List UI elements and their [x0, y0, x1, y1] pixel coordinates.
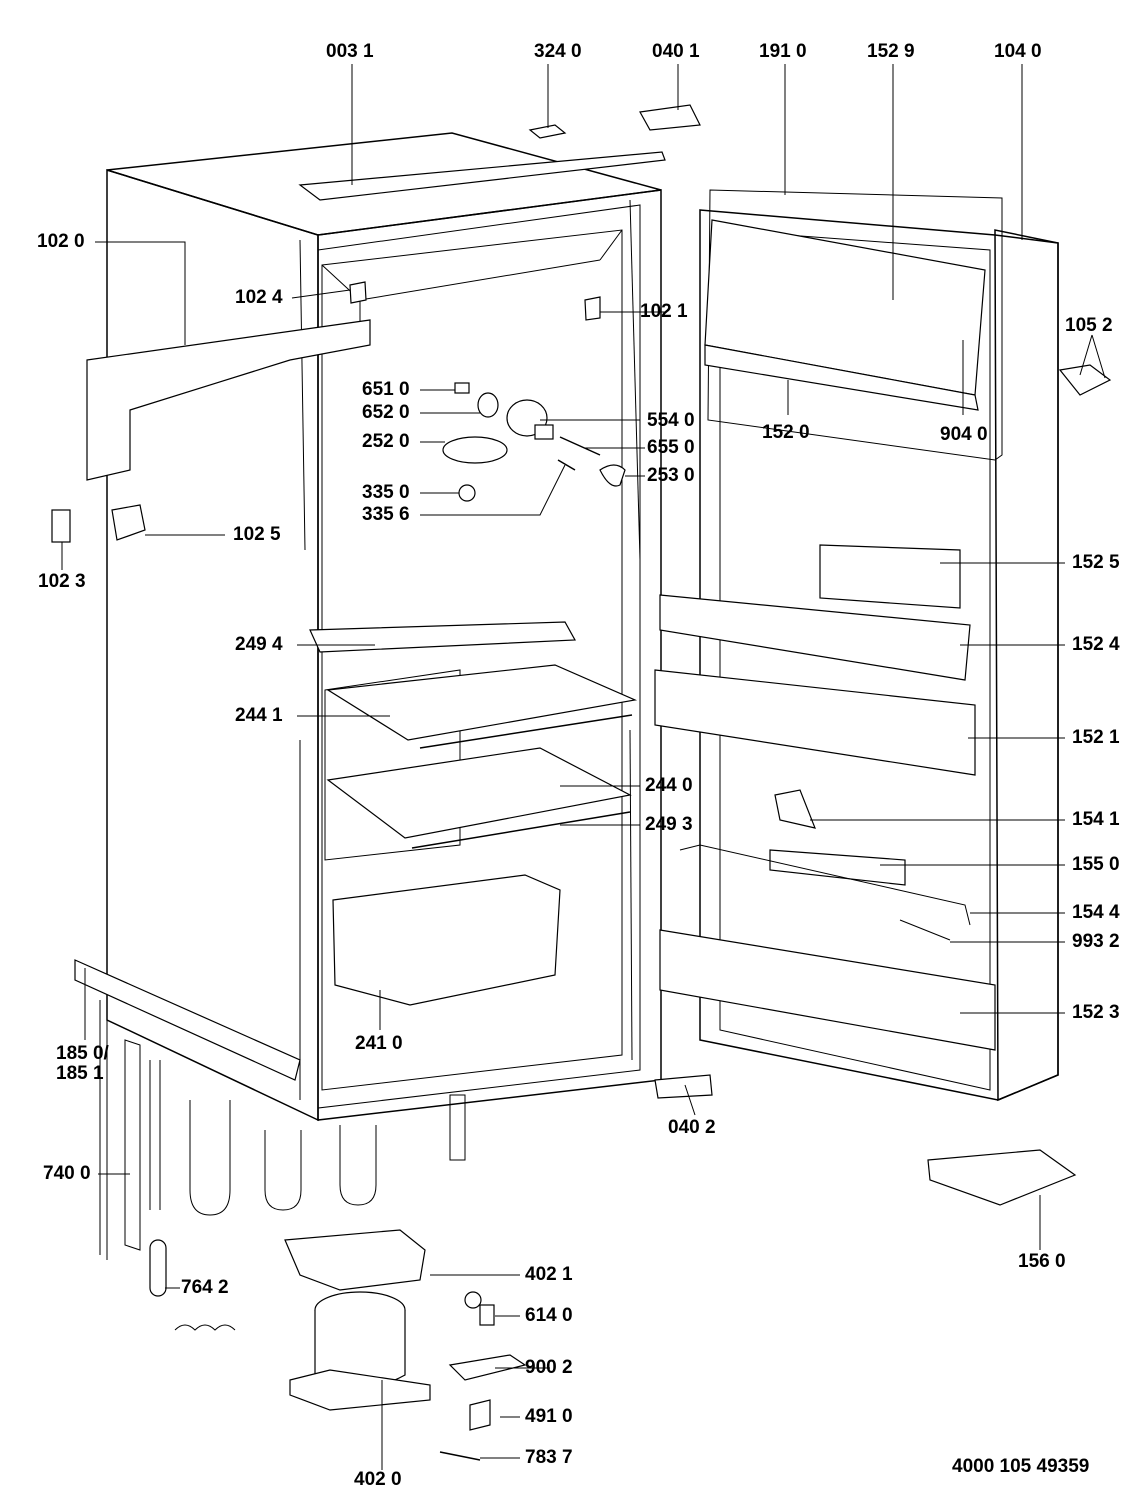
document-number: 4000 105 49359 — [952, 1456, 1090, 1477]
part-label-6520: 652 0 — [362, 402, 410, 423]
part-label-6550: 655 0 — [647, 437, 695, 458]
part-label-7837: 783 7 — [525, 1447, 573, 1468]
part-label-0402: 040 2 — [668, 1117, 716, 1138]
part-label-1560: 156 0 — [1018, 1251, 1066, 1272]
part-label-6140: 614 0 — [525, 1305, 573, 1326]
part-label-1550: 155 0 — [1072, 854, 1120, 875]
part-label-2520: 252 0 — [362, 431, 410, 452]
part-label-1850: 185 0/ 185 1 — [56, 1043, 109, 1084]
part-label-4020: 402 0 — [354, 1469, 402, 1490]
part-label-7400: 740 0 — [43, 1163, 91, 1184]
part-label-1021: 102 1 — [640, 301, 688, 322]
part-label-0401: 040 1 — [652, 41, 700, 62]
part-label-1544: 154 4 — [1072, 902, 1120, 923]
part-label-1529: 152 9 — [867, 41, 915, 62]
part-label-7642: 764 2 — [181, 1277, 229, 1298]
cover-panel-drawing — [86, 319, 371, 481]
part-label-2410: 241 0 — [355, 1033, 403, 1054]
part-label-6510: 651 0 — [362, 379, 410, 400]
part-label-1541: 154 1 — [1072, 809, 1120, 830]
part-label-1525: 152 5 — [1072, 552, 1120, 573]
part-label-3356: 335 6 — [362, 504, 410, 525]
part-label-9932: 993 2 — [1072, 931, 1120, 952]
part-label-0031: 003 1 — [326, 41, 374, 62]
door-drawing — [699, 189, 1059, 1102]
part-label-1040: 104 0 — [994, 41, 1042, 62]
part-label-1520: 152 0 — [762, 422, 810, 443]
part-label-1025: 102 5 — [233, 524, 281, 545]
part-label-2440: 244 0 — [645, 775, 693, 796]
part-label-1020: 102 0 — [37, 231, 85, 252]
top-bracket-drawing — [639, 104, 701, 131]
part-label-1024: 102 4 — [235, 287, 283, 308]
part-label-9040: 904 0 — [940, 424, 988, 445]
part-label-4910: 491 0 — [525, 1406, 573, 1427]
part-label-2493: 249 3 — [645, 814, 693, 835]
part-label-1052: 105 2 — [1065, 315, 1113, 336]
part-label-1521: 152 1 — [1072, 727, 1120, 748]
leader-lines — [61, 64, 1106, 1470]
part-label-1023: 102 3 — [38, 571, 86, 592]
part-label-2494: 249 4 — [235, 634, 283, 655]
part-label-2441: 244 1 — [235, 705, 283, 726]
top-clip-drawing — [528, 124, 567, 139]
part-label-3240: 324 0 — [534, 41, 582, 62]
part-label-1910: 191 0 — [759, 41, 807, 62]
part-label-4021: 402 1 — [525, 1264, 573, 1285]
part-label-1523: 152 3 — [1072, 1002, 1120, 1023]
part-label-3350: 335 0 — [362, 482, 410, 503]
part-label-1524: 152 4 — [1072, 634, 1120, 655]
condenser-drawing — [124, 1039, 466, 1251]
top-trim-drawing — [298, 151, 666, 201]
part-label-9002: 900 2 — [525, 1357, 573, 1378]
part-label-5540: 554 0 — [647, 410, 695, 431]
part-label-2530: 253 0 — [647, 465, 695, 486]
